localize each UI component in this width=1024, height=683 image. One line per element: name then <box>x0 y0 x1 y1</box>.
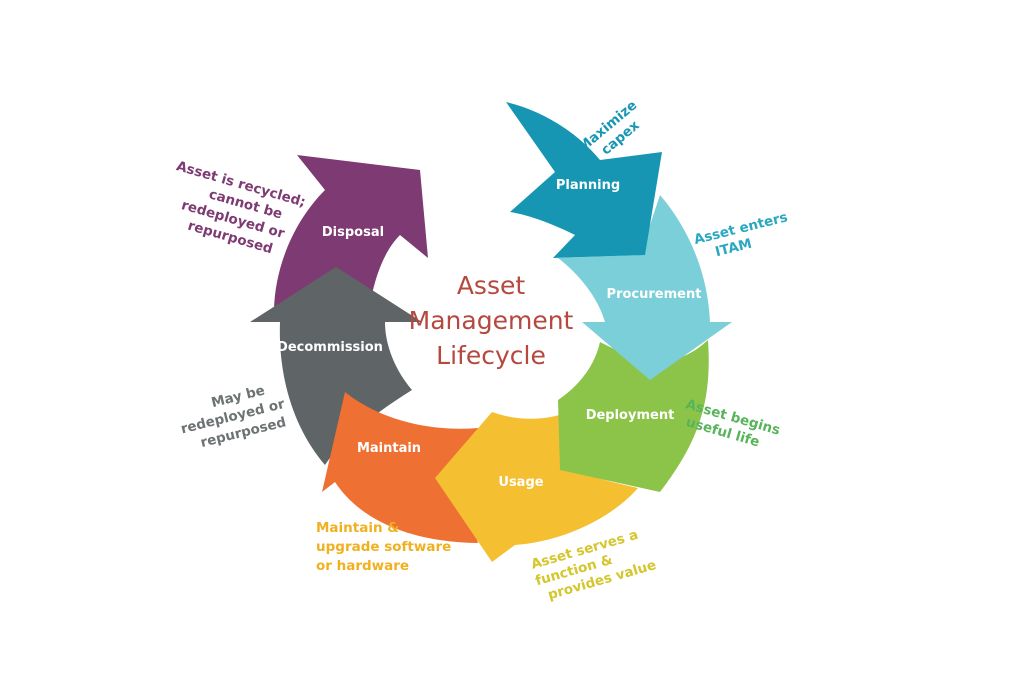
procurement-label: Procurement <box>607 287 702 302</box>
procurement-segment: Procurement <box>558 195 732 380</box>
title-line-2: Management <box>409 306 574 335</box>
center-title: Asset Management Lifecycle <box>409 271 574 370</box>
svg-text:Asset begins useful life: Asset begins useful life <box>679 396 786 456</box>
maintain-segment: Maintain <box>322 392 478 543</box>
title-line-1: Asset <box>457 271 526 300</box>
svg-text:Asset enters ITAM: Asset enters ITAM <box>692 208 798 264</box>
disposal-arrow <box>274 155 428 310</box>
annotation-maintain-line: upgrade software <box>316 539 451 555</box>
decommission-segment: Decommission <box>250 267 422 465</box>
maintain-label: Maintain <box>357 441 421 456</box>
usage-arrow <box>435 412 638 562</box>
disposal-label: Disposal <box>322 225 384 240</box>
title-line-3: Lifecycle <box>436 341 546 370</box>
deployment-label: Deployment <box>586 408 675 423</box>
planning-segment: Planning <box>506 102 662 258</box>
maintain-arrow <box>322 392 478 543</box>
planning-arrow <box>506 102 662 258</box>
annotation-maintain-line: or hardware <box>316 558 409 574</box>
usage-segment: Usage <box>435 412 638 562</box>
disposal-segment: Disposal <box>274 155 428 310</box>
annotation-decommission: May be redeployed or repurposed <box>175 377 295 454</box>
deployment-segment: Deployment <box>558 340 709 492</box>
usage-label: Usage <box>498 475 543 490</box>
deployment-arrow <box>558 340 709 492</box>
decommission-label: Decommission <box>277 340 383 355</box>
planning-label: Planning <box>556 178 620 193</box>
annotation-procurement: Asset enters ITAM <box>692 208 798 264</box>
annotation-maintain: Maintain & upgrade software or hardware <box>316 520 456 574</box>
annotation-maintain-line: Maintain & <box>316 520 399 536</box>
procurement-arrow <box>558 195 732 380</box>
svg-text:May be redeployed or: May be redeployed or repurposed <box>175 377 295 454</box>
annotation-deployment: Asset begins useful life <box>679 396 786 456</box>
decommission-arrow <box>250 267 422 465</box>
svg-text:Maintain & upgrade softw: Maintain & upgrade software or hardware <box>316 520 456 574</box>
